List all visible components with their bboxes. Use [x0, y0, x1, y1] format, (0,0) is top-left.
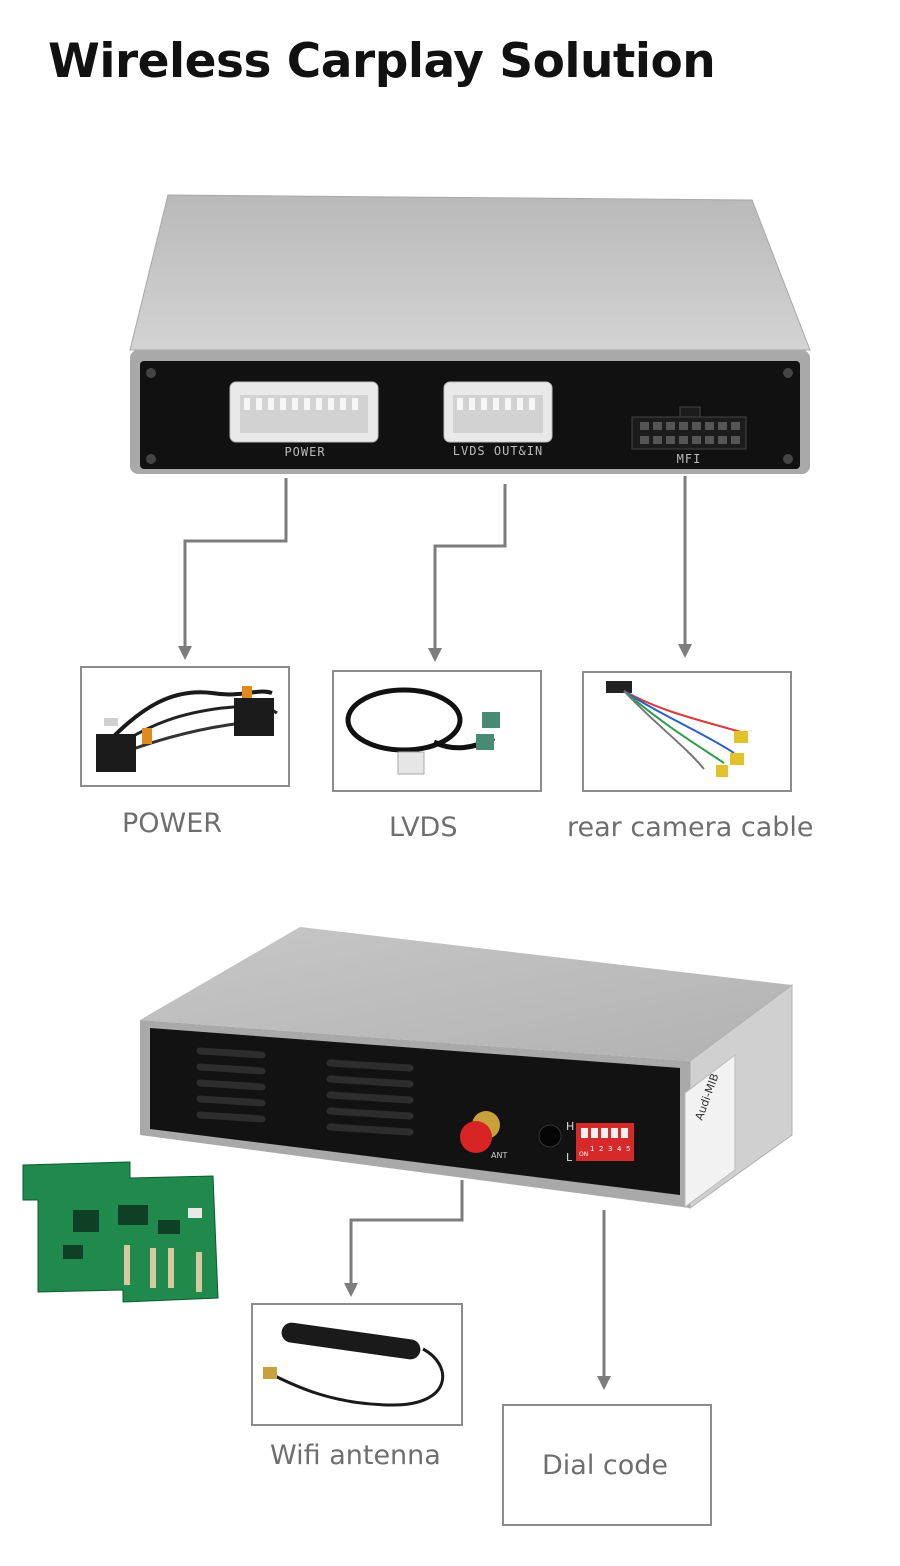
rear-camera-cable-frame	[582, 671, 792, 792]
bottom-box-illustration: ANT H L ON 1 2 3 4 5 Audi-MIB	[140, 927, 793, 1209]
mfi-connector	[631, 406, 747, 450]
dip-switch-num-1: 1	[590, 1145, 594, 1153]
antenna-sma-connector	[460, 1111, 500, 1153]
dial-code-frame	[502, 1404, 712, 1526]
mfi-port-silk: MFI	[677, 452, 702, 466]
power-port-silk: POWER	[284, 445, 325, 459]
dip-switch-num-2: 2	[599, 1145, 603, 1153]
lvds-port-silk: LVDS OUT&IN	[453, 444, 543, 458]
dip-switch-num-5: 5	[626, 1145, 630, 1153]
pcb-board-image	[22, 1161, 219, 1303]
wifi-antenna-frame	[251, 1303, 463, 1426]
power-harness-image	[96, 686, 278, 772]
power-label: POWER	[122, 808, 223, 839]
power-connector	[229, 381, 379, 443]
dip-switch: ON 1 2 3 4 5	[576, 1123, 634, 1161]
power-harness-frame	[80, 666, 290, 787]
lvds-label: LVDS	[389, 812, 458, 843]
page-title: Wireless Carplay Solution	[48, 34, 716, 89]
dial-code-label: Dial code	[542, 1450, 669, 1481]
rear-camera-cable-label: rear camera cable	[567, 812, 814, 843]
wifi-antenna-image	[263, 1322, 445, 1407]
top-box-illustration: POWER LVDS OUT&IN MFI	[129, 194, 811, 474]
antenna-port-silk: ANT	[491, 1151, 507, 1160]
rear-camera-cable-image	[606, 681, 748, 777]
lvds-cable-image	[345, 687, 500, 775]
lvds-connector	[443, 381, 553, 443]
wifi-antenna-label: Wifi antenna	[270, 1440, 441, 1471]
dip-switch-num-3: 3	[608, 1145, 612, 1153]
switch-high-silk: H	[566, 1120, 574, 1133]
lvds-cable-frame	[332, 670, 542, 792]
dip-switch-num-4: 4	[617, 1145, 622, 1153]
switch-low-silk: L	[566, 1151, 573, 1164]
dip-switch-on: ON	[579, 1151, 588, 1158]
